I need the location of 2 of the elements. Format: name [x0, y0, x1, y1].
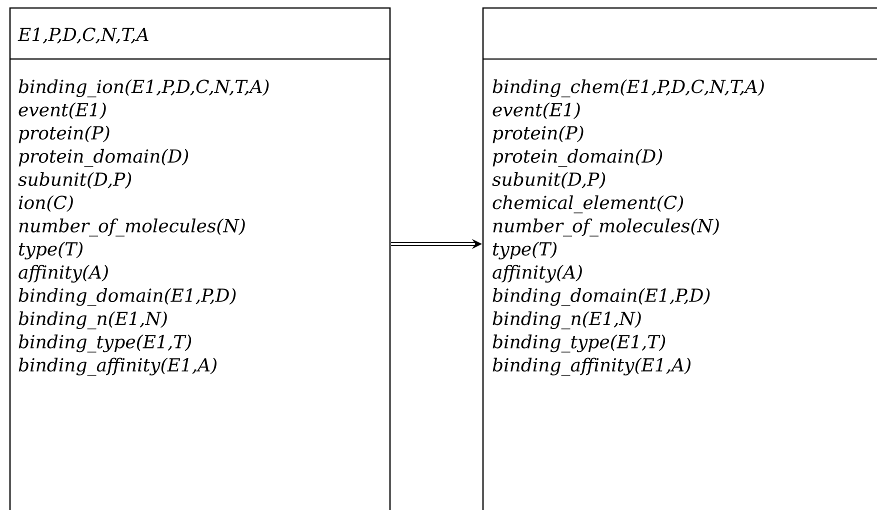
drs-box: E1,P,D,C,N,T,A binding_ion(E1,P,D,C,N,T,A) event(E1) protein(P) protein_domain(D) subunit(D,P) ion(C) number_of_molecules(N) type(T) affinity(A) binding_domain(E1,P,D) binding_n(E1,N) binding_type(E1,T) binding_affinity(E1,A)	[9, 7, 391, 510]
drs-box: binding_chem(E1,P,D,C,N,T,A) event(E1) protein(P) protein_domain(D) subunit(D,P) chemical_element(C) number_of_molecules(N) type(T) affinity(A) binding_domain(E1,P,D) binding_n(E1,N) binding_type(E1,T) binding_affinity(E1,A)	[482, 7, 877, 510]
